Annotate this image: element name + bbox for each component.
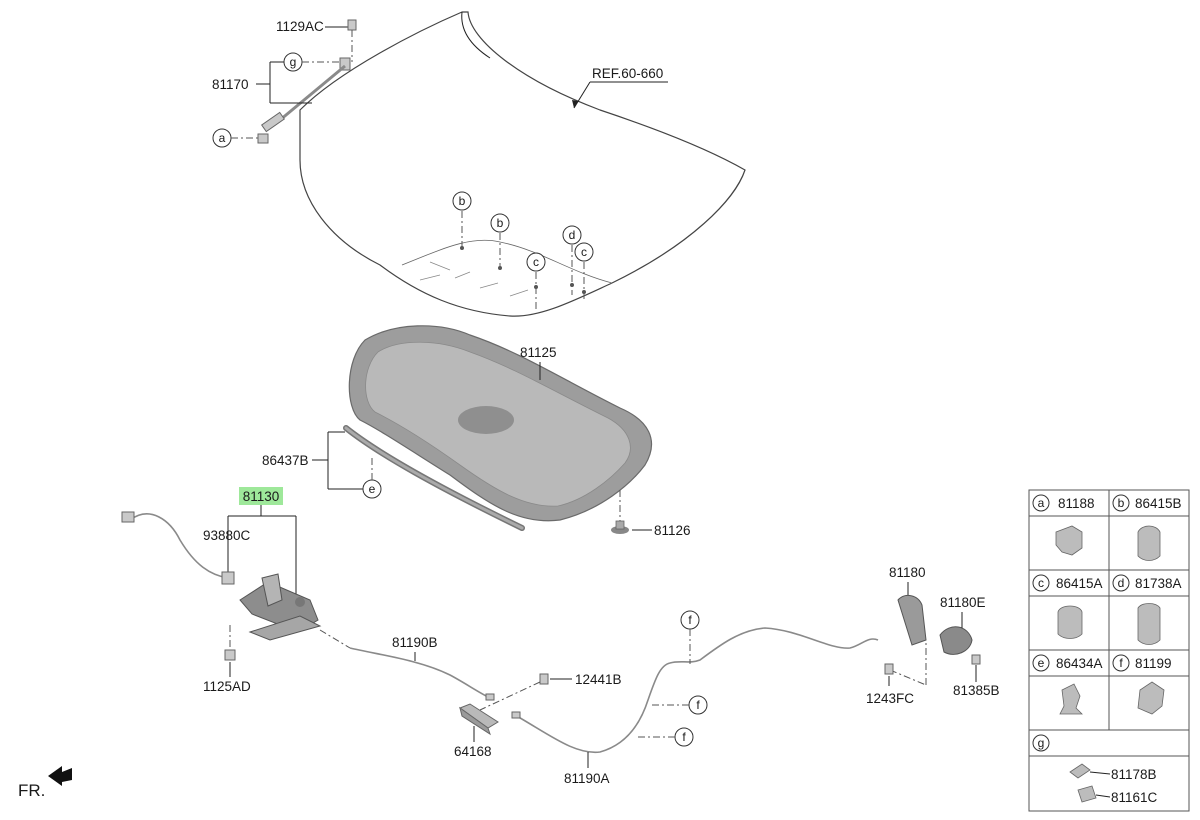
legend-e-letter: e	[1038, 656, 1045, 670]
label-12441b: 12441B	[575, 672, 622, 687]
release-handle-group: 81180 81180E 1243FC 81385B	[866, 565, 1000, 706]
legend-g-letter: g	[1038, 736, 1045, 750]
latch-81130-group: 81130 93880C 1125AD	[121, 487, 322, 694]
callout-g: g	[290, 55, 297, 69]
bumper-81738a-icon	[1137, 603, 1161, 645]
legend-g-part1: 81178B	[1111, 767, 1157, 782]
clip-81178b-icon	[1069, 763, 1091, 779]
label-64168: 64168	[454, 744, 492, 759]
label-1129ac: 1129AC	[276, 19, 324, 34]
legend-b-letter: b	[1118, 496, 1125, 510]
label-81190a: 81190A	[564, 771, 610, 786]
callout-e: e	[369, 482, 376, 496]
legend-f-part: 81199	[1135, 656, 1172, 671]
hood-callouts: b b c d c	[452, 191, 594, 312]
bracket-64168: 64168	[454, 703, 499, 759]
grommet-81161c-icon	[1077, 785, 1097, 803]
clip-86434a-icon	[1059, 683, 1083, 715]
label-1243fc: 1243FC	[866, 691, 914, 706]
latch-body	[239, 573, 322, 641]
screw-12441b: 12441B	[479, 672, 622, 711]
callout-f-2: f	[696, 698, 700, 712]
legend-d-part: 81738A	[1135, 576, 1182, 591]
legend-a-letter: a	[1038, 496, 1045, 510]
hood-panel	[299, 11, 746, 317]
label-81385b: 81385B	[953, 683, 1000, 698]
label-81125: 81125	[520, 345, 557, 360]
callout-b-1: b	[459, 194, 466, 208]
label-1125ad: 1125AD	[203, 679, 251, 694]
legend-f-letter: f	[1119, 656, 1123, 670]
hood-insulator: 81125	[348, 325, 653, 522]
callout-f-3: f	[682, 730, 686, 744]
callout-c-2: c	[581, 245, 587, 259]
legend-e-part: 86434A	[1056, 656, 1103, 671]
ref-text: REF.60-660	[592, 66, 663, 81]
callout-f-1: f	[688, 613, 692, 627]
label-81180e: 81180E	[940, 595, 986, 610]
label-81180: 81180	[889, 565, 926, 580]
label-93880c: 93880C	[203, 528, 251, 543]
callout-b-2: b	[497, 216, 504, 230]
legend-d-letter: d	[1118, 576, 1125, 590]
release-cables: 81190B 81190A	[319, 627, 879, 786]
legend-b-part: 86415B	[1135, 496, 1182, 511]
legend-table: a 81188 b 86415B c 86415A d 81738A e 864…	[1028, 489, 1190, 812]
front-direction-indicator: FR.	[18, 766, 72, 800]
legend-c-letter: c	[1038, 576, 1044, 590]
callout-a: a	[219, 131, 226, 145]
label-81130[interactable]: 81130	[243, 489, 280, 504]
callout-d-1: d	[569, 228, 576, 242]
clip-81126: 81126	[611, 490, 691, 538]
legend-c-part: 86415A	[1056, 576, 1103, 591]
bumper-86415a-icon	[1057, 605, 1083, 639]
label-81190b: 81190B	[392, 635, 438, 650]
legend-g-part2: 81161C	[1111, 790, 1158, 805]
label-86437b: 86437B	[262, 453, 309, 468]
weatherstrip-86437b: 86437B e	[262, 425, 525, 531]
label-81126: 81126	[654, 523, 691, 538]
label-81170: 81170	[212, 77, 249, 92]
fr-label: FR.	[18, 781, 45, 800]
clip-81188-icon	[1055, 525, 1083, 556]
f-callouts: f f f	[638, 610, 708, 747]
ref-label: REF.60-660	[572, 66, 668, 109]
clip-81199-icon	[1137, 681, 1165, 715]
front-arrow-icon	[48, 766, 72, 786]
legend-a-part: 81188	[1058, 496, 1095, 511]
hood-lifter-group: 1129AC g 81170 a	[212, 19, 357, 148]
bumper-86415b-icon	[1137, 525, 1161, 561]
callout-c-1: c	[533, 255, 539, 269]
